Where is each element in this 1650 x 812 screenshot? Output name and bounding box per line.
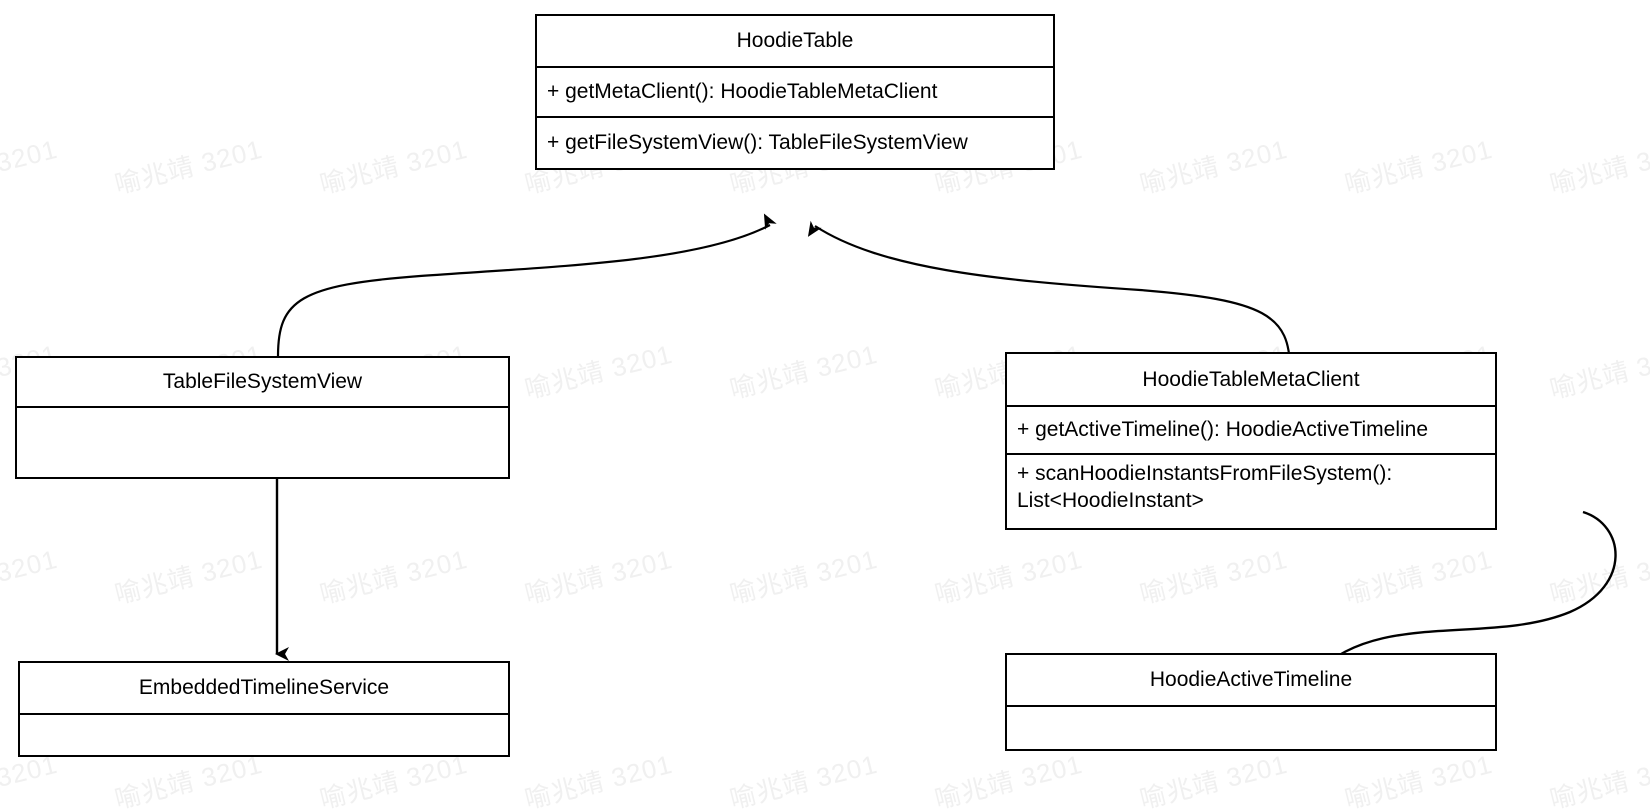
class-member-row: + getActiveTimeline(): HoodieActiveTimel… <box>1007 405 1495 453</box>
edge-htmc-to-hat <box>1315 510 1617 686</box>
watermark-tile: 喻兆靖 3201 <box>1341 543 1496 610</box>
class-member-row: + getMetaClient(): HoodieTableMetaClient <box>537 66 1053 116</box>
class-name-hoodie-active-timeline: HoodieActiveTimeline <box>1149 668 1353 691</box>
watermark-tile: 喻兆靖 3201 <box>521 543 676 610</box>
class-name-embedded-timeline-service: EmbeddedTimelineService <box>138 676 390 699</box>
watermark-tile: 喻兆靖 3201 <box>316 543 471 610</box>
class-box-table-file-system-view[interactable]: TableFileSystemView <box>15 356 510 479</box>
class-member-row-empty <box>20 713 508 755</box>
watermark-tile: 喻兆靖 3201 <box>1546 338 1650 405</box>
class-member-row: + scanHoodieInstantsFromFileSystem(): Li… <box>1007 453 1495 528</box>
watermark-tile: 喻兆靖 3201 <box>0 133 61 200</box>
edge-htmc-to-hoodietable <box>807 220 1292 371</box>
watermark-tile: 喻兆靖 3201 <box>1546 543 1650 610</box>
class-member-row-empty <box>1007 705 1495 749</box>
class-member-row-empty <box>17 406 508 477</box>
class-member-row: + getFileSystemView(): TableFileSystemVi… <box>537 116 1053 168</box>
watermark-tile: 喻兆靖 3201 <box>726 338 881 405</box>
class-name-table-file-system-view: TableFileSystemView <box>162 370 363 393</box>
watermark-tile: 喻兆靖 3201 <box>1136 748 1291 812</box>
watermark-tile: 喻兆靖 3201 <box>0 543 61 610</box>
watermark-tile: 喻兆靖 3201 <box>726 748 881 812</box>
watermark-tile: 喻兆靖 3201 <box>1341 133 1496 200</box>
watermark-tile: 喻兆靖 3201 <box>521 338 676 405</box>
watermark-tile: 喻兆靖 3201 <box>1341 748 1496 812</box>
watermark-tile: 喻兆靖 3201 <box>1136 543 1291 610</box>
watermark-tile: 喻兆靖 3201 <box>521 748 676 812</box>
watermark-tile: 喻兆靖 3201 <box>931 748 1086 812</box>
class-box-hoodie-active-timeline[interactable]: HoodieActiveTimeline <box>1005 653 1497 751</box>
class-name-hoodie-table-meta-client: HoodieTableMetaClient <box>1142 367 1360 391</box>
watermark-tile: 喻兆靖 3201 <box>111 133 266 200</box>
edge-tfsv-to-hoodietable <box>276 213 777 357</box>
class-box-hoodie-table-meta-client[interactable]: HoodieTableMetaClient + getActiveTimelin… <box>1005 352 1497 530</box>
watermark-tile: 喻兆靖 3201 <box>1136 133 1291 200</box>
class-box-hoodie-table[interactable]: HoodieTable + getMetaClient(): HoodieTab… <box>535 14 1055 170</box>
watermark-tile: 喻兆靖 3201 <box>1546 133 1650 200</box>
watermark-tile: 喻兆靖 3201 <box>1546 748 1650 812</box>
class-name-hoodie-table: HoodieTable <box>736 29 854 52</box>
class-box-embedded-timeline-service[interactable]: EmbeddedTimelineService <box>18 661 510 757</box>
watermark-tile: 喻兆靖 3201 <box>726 543 881 610</box>
watermark-tile: 喻兆靖 3201 <box>316 133 471 200</box>
watermark-tile: 喻兆靖 3201 <box>111 543 266 610</box>
watermark-tile: 喻兆靖 3201 <box>931 543 1086 610</box>
